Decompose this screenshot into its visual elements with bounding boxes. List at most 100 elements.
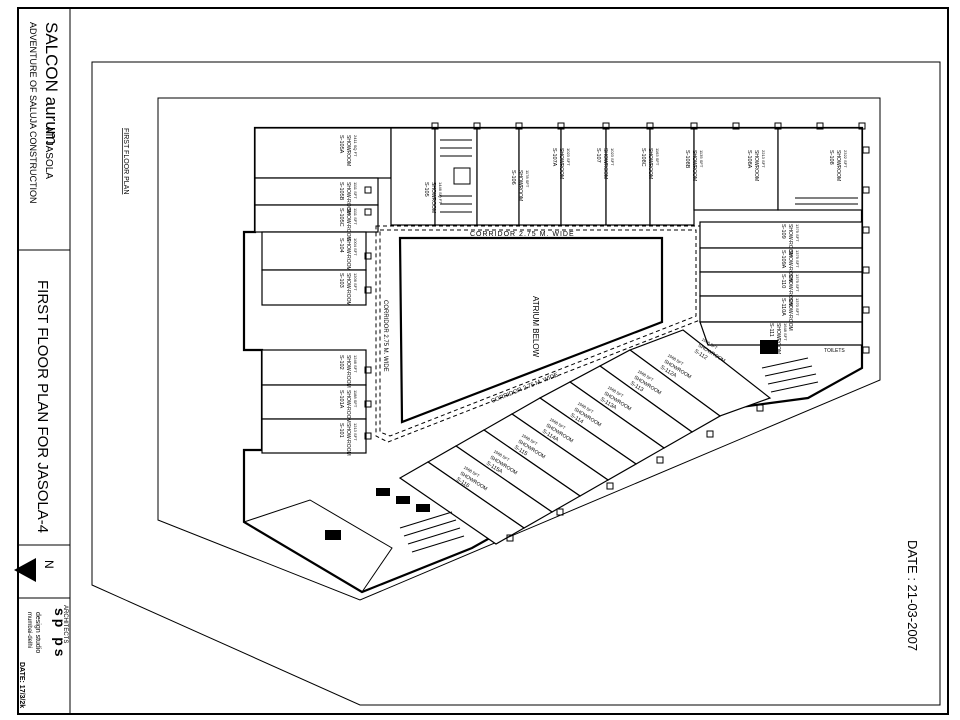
unit-type: SHOWROOM xyxy=(345,135,351,166)
unit-room xyxy=(699,271,863,297)
column-marker xyxy=(732,122,740,130)
unit-area: 1246 SFT xyxy=(353,355,358,373)
unit-id: S-105A xyxy=(338,135,344,154)
unit-type: SHOW-ROOM xyxy=(345,273,351,306)
unit-room xyxy=(261,231,367,271)
unit-type: SHOW-ROOM xyxy=(345,238,351,271)
column-marker xyxy=(557,122,565,130)
stair-hatch-north xyxy=(440,139,472,213)
unit-type: SHOWROOM xyxy=(753,150,759,181)
unit-type: SHOW-ROOM xyxy=(345,208,351,241)
unit-area: 1213 SFT xyxy=(353,423,358,441)
atrium-label: ATRIUM BELOW xyxy=(531,296,540,358)
unit-area: 1178 SFT xyxy=(525,170,530,188)
atrium-void xyxy=(398,236,664,424)
unit-type: SHOW-ROOM xyxy=(787,224,793,257)
unit-area: 2411 SQ FT xyxy=(353,135,358,157)
column-marker xyxy=(862,226,870,234)
unit-id: S-108B xyxy=(684,150,690,169)
unit-area: 1111 SFT xyxy=(353,208,358,225)
unit-area: 1135 SFT xyxy=(699,150,704,168)
unit-type: SHOW-ROOM xyxy=(787,250,793,283)
unit-id: S-104 xyxy=(338,238,344,253)
unit-area: 1004 SFT xyxy=(353,238,358,256)
stair-hatch-ne xyxy=(795,197,858,211)
column-marker xyxy=(506,534,514,542)
unit-type: SHOW-ROOM xyxy=(787,298,793,331)
unit-type: SHOWROOM xyxy=(647,148,653,179)
unit-room xyxy=(560,127,607,226)
architects-label: ARCHITECTS xyxy=(62,605,68,643)
unit-area: 2322 SFT xyxy=(843,150,848,168)
column-marker xyxy=(364,208,372,216)
column-marker xyxy=(690,122,698,130)
unit-area: 1163 SFT xyxy=(655,148,660,166)
setback-line xyxy=(157,97,881,601)
unit-id: S-109A xyxy=(780,250,786,269)
unit-id: S-111 xyxy=(768,323,774,337)
column-marker xyxy=(656,456,664,464)
north-arrow-icon xyxy=(14,558,36,582)
column-marker xyxy=(364,432,372,440)
unit-area: 1648 SFT xyxy=(783,323,788,341)
unit-id: S-105 xyxy=(423,182,429,197)
east-wing xyxy=(699,221,863,393)
toilets-label: TOILETS xyxy=(824,348,845,354)
column-marker xyxy=(556,508,564,516)
drawing-date: DATE : 21-03-2007 xyxy=(905,540,920,651)
plan-sheet-label: FIRST FLOOR PLAN xyxy=(122,128,129,194)
unit-room xyxy=(398,461,526,545)
column-marker xyxy=(862,266,870,274)
unit-room xyxy=(261,384,367,420)
unit-type: SHOW-ROOM xyxy=(345,390,351,423)
column-marker xyxy=(364,400,372,408)
column-marker xyxy=(364,252,372,260)
corridor-outer xyxy=(375,225,701,443)
sw-plot xyxy=(242,499,393,593)
unit-area: 1023 SFT xyxy=(566,148,571,166)
unit-type: SHOWROOM xyxy=(517,170,523,201)
unit-room xyxy=(254,177,379,206)
north-label: N xyxy=(42,560,56,569)
column-marker xyxy=(774,122,782,130)
project-location: AT JASOLA xyxy=(43,126,54,179)
diagonal-wing xyxy=(376,329,772,553)
column-marker xyxy=(364,186,372,194)
column-marker xyxy=(862,306,870,314)
unit-area: 1023 SFT xyxy=(610,148,615,166)
column-marker xyxy=(602,122,610,130)
unit-type: SHOWROOM xyxy=(835,150,841,181)
architect-firm: design studio xyxy=(34,612,41,653)
unit-type: SHOW-ROOM xyxy=(345,423,351,456)
unit-id: S-103 xyxy=(338,273,344,288)
unit-area: 1379 SFT xyxy=(795,224,800,242)
unit-room xyxy=(390,127,436,226)
unit-type: SHOWROOM xyxy=(775,323,781,354)
column-marker xyxy=(862,346,870,354)
stair-hatch-se xyxy=(760,340,819,393)
column-marker xyxy=(515,122,523,130)
column-marker xyxy=(431,122,439,130)
unit-room xyxy=(699,321,863,346)
unit-id: S-108 xyxy=(828,150,834,165)
stair-core xyxy=(434,127,478,226)
developer-name: ADVENTURE OF SALUJA CONSTRUCTION xyxy=(28,22,38,204)
unit-area: 1206 SFT xyxy=(353,273,358,291)
column-marker xyxy=(364,286,372,294)
sheet-border xyxy=(17,7,949,715)
unit-area: 1379 SFT xyxy=(795,274,800,292)
